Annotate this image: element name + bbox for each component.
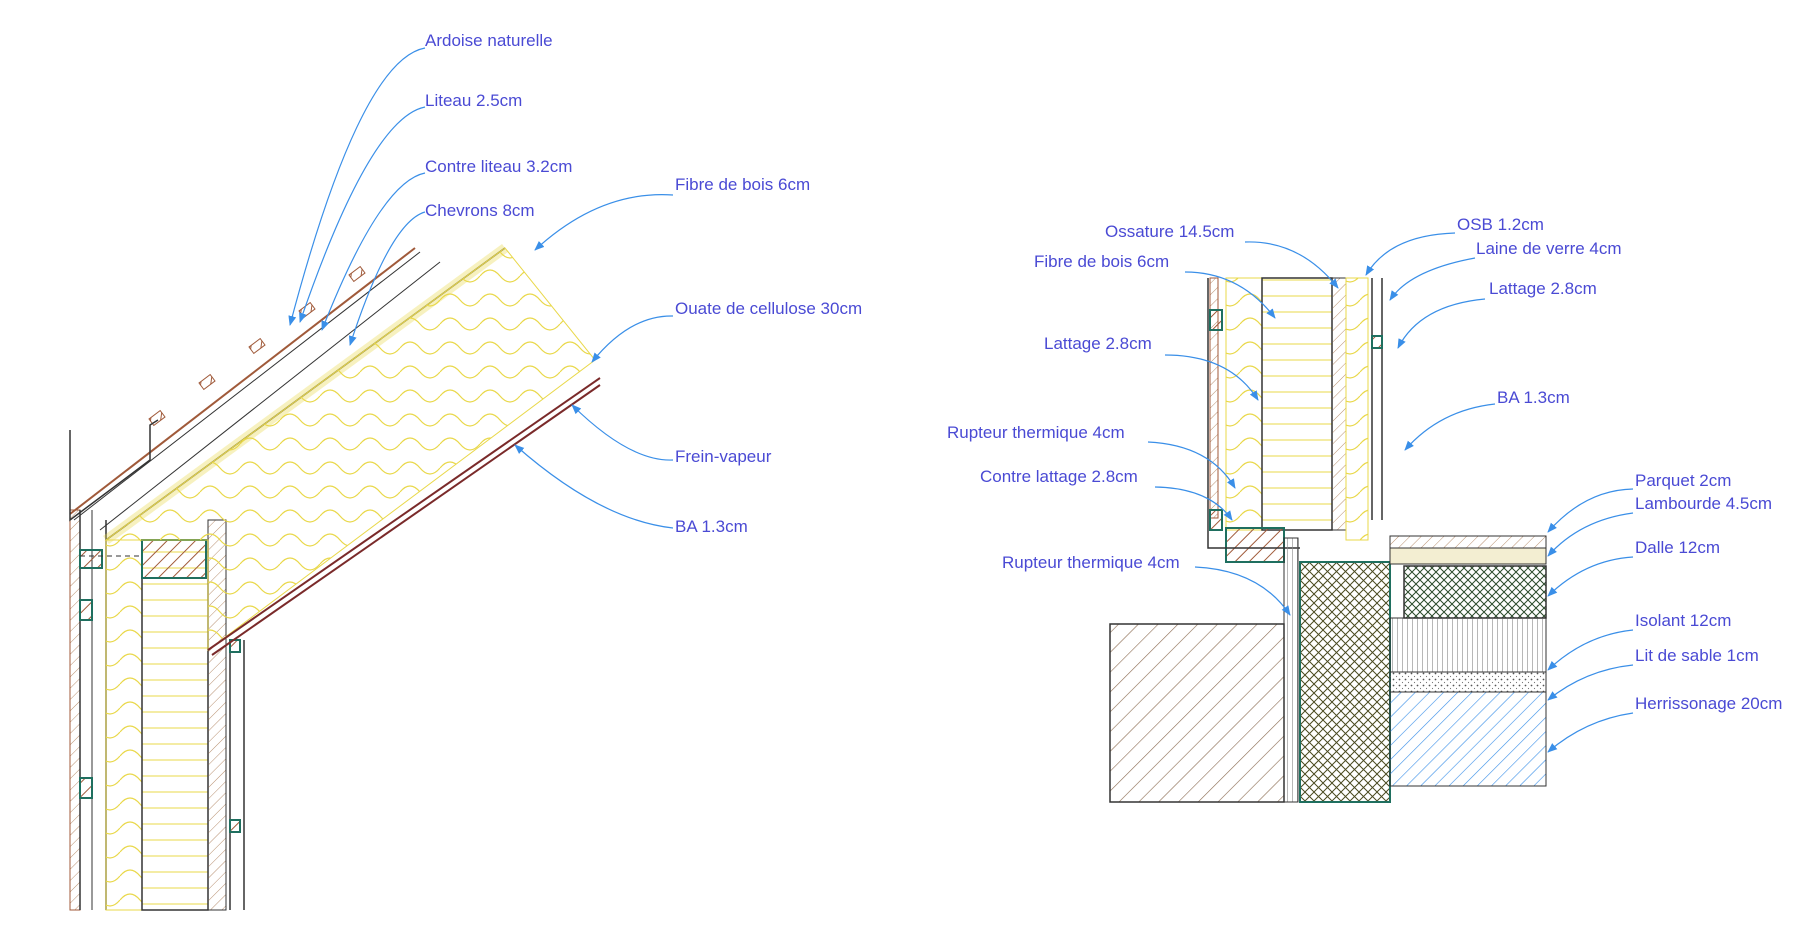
floor-layers	[1389, 535, 1547, 787]
label-ouate: Ouate de cellulose 30cm	[675, 299, 862, 318]
label-ossature: Ossature 14.5cm	[1105, 222, 1234, 241]
roof-leaders	[288, 47, 674, 529]
label-liteau: Liteau 2.5cm	[425, 91, 522, 110]
label-rupteur-2: Rupteur thermique 4cm	[1002, 553, 1180, 572]
label-lattage-right: Lattage 2.8cm	[1489, 279, 1597, 298]
thermal-break	[1283, 537, 1299, 803]
label-osb: OSB 1.2cm	[1457, 215, 1544, 234]
label-ba-roof: BA 1.3cm	[675, 517, 748, 536]
floor-labels: Parquet 2cm Lambourde 4.5cm Dalle 12cm I…	[1635, 471, 1782, 713]
label-ardoise: Ardoise naturelle	[425, 31, 553, 50]
wall-labels: Ossature 14.5cm Fibre de bois 6cm Lattag…	[947, 215, 1622, 572]
label-dalle: Dalle 12cm	[1635, 538, 1720, 557]
label-isolant: Isolant 12cm	[1635, 611, 1731, 630]
ground-soil	[1109, 623, 1285, 803]
roof-section	[69, 243, 601, 911]
label-parquet: Parquet 2cm	[1635, 471, 1731, 490]
label-sable: Lit de sable 1cm	[1635, 646, 1759, 665]
label-herrissonage: Herrissonage 20cm	[1635, 694, 1782, 713]
foundation-section	[1109, 277, 1547, 803]
label-rupteur-1: Rupteur thermique 4cm	[947, 423, 1125, 442]
label-lambourde: Lambourde 4.5cm	[1635, 494, 1772, 513]
upper-wall	[1207, 277, 1383, 563]
label-lattage-left: Lattage 2.8cm	[1044, 334, 1152, 353]
floor-leaders	[1547, 488, 1634, 753]
label-fibre-wall: Fibre de bois 6cm	[1034, 252, 1169, 271]
label-ba-wall: BA 1.3cm	[1497, 388, 1570, 407]
label-fibre-roof: Fibre de bois 6cm	[675, 175, 810, 194]
roof-labels: Ardoise naturelle Liteau 2.5cm Contre li…	[425, 31, 862, 536]
wall-leaders	[1147, 232, 1496, 616]
roof-slope	[69, 243, 601, 656]
concrete-footing	[1299, 561, 1391, 803]
label-laine: Laine de verre 4cm	[1476, 239, 1622, 258]
label-contre-lattage: Contre lattage 2.8cm	[980, 467, 1138, 486]
label-frein-vapeur: Frein-vapeur	[675, 447, 772, 466]
label-contre-liteau: Contre liteau 3.2cm	[425, 157, 572, 176]
slate-tiles	[148, 265, 366, 427]
label-chevrons: Chevrons 8cm	[425, 201, 535, 220]
